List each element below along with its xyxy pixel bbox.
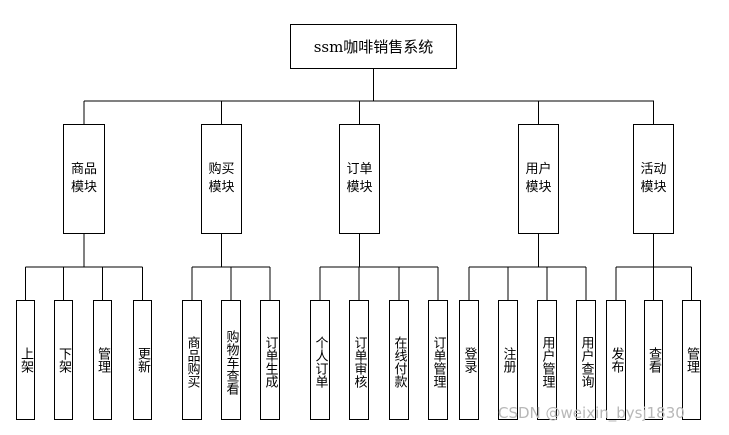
- module-label-purchase: 购买 模块: [208, 162, 235, 195]
- leaf-label: 用户查询: [578, 336, 594, 388]
- leaf-label: 更新: [135, 347, 150, 373]
- leaf-label: 下架: [56, 347, 71, 373]
- leaf-activity-publish: 发布: [606, 300, 626, 420]
- leaf-goods-list: 上架: [16, 300, 35, 420]
- leaf-activity-view: 查看: [644, 300, 663, 420]
- root-label: ssm咖啡销售系统: [313, 38, 434, 56]
- leaf-purchase-buy: 商品购买: [182, 300, 202, 420]
- leaf-order-payment: 在线付款: [389, 300, 409, 420]
- leaf-label: 个人订单: [312, 336, 328, 388]
- leaf-order-personal: 个人订单: [310, 300, 330, 420]
- watermark: CSDN @weixin_bysj1830: [498, 404, 685, 422]
- leaf-activity-manage: 管理: [682, 300, 701, 420]
- module-node-goods: 商品 模块: [63, 124, 105, 234]
- leaf-order-review: 订单审核: [349, 300, 369, 420]
- leaf-label: 用户管理: [539, 336, 555, 388]
- leaf-goods-delist: 下架: [54, 300, 73, 420]
- leaf-purchase-order-gen: 订单生成: [260, 300, 280, 420]
- module-node-activity: 活动 模块: [633, 124, 674, 234]
- leaf-label: 商品购买: [184, 336, 200, 388]
- leaf-label: 订单生成: [262, 336, 278, 388]
- root-node: ssm咖啡销售系统: [290, 24, 457, 69]
- leaf-goods-manage: 管理: [93, 300, 112, 420]
- leaf-purchase-cart: 购物车查看: [221, 300, 241, 420]
- module-label-user: 用户 模块: [525, 162, 552, 195]
- leaf-label: 注册: [500, 347, 516, 373]
- leaf-user-register: 注册: [498, 300, 518, 420]
- leaf-label: 在线付款: [391, 336, 407, 388]
- leaf-user-login: 登录: [459, 300, 479, 420]
- leaf-label: 管理: [684, 347, 699, 373]
- leaf-label: 管理: [95, 347, 110, 373]
- leaf-label: 购物车查看: [223, 329, 239, 395]
- module-node-user: 用户 模块: [518, 124, 559, 234]
- leaf-label: 订单审核: [351, 336, 367, 388]
- module-node-order: 订单 模块: [339, 124, 380, 234]
- leaf-label: 上架: [18, 347, 33, 373]
- leaf-label: 发布: [608, 347, 624, 373]
- leaf-user-query: 用户查询: [576, 300, 596, 420]
- leaf-goods-update: 更新: [133, 300, 152, 420]
- leaf-label: 登录: [461, 347, 477, 373]
- module-label-goods: 商品 模块: [70, 162, 97, 195]
- module-label-order: 订单 模块: [346, 162, 373, 195]
- leaf-order-manage: 订单管理: [428, 300, 448, 420]
- leaf-user-manage: 用户管理: [537, 300, 557, 420]
- module-node-purchase: 购买 模块: [201, 124, 242, 234]
- leaf-label: 订单管理: [430, 336, 446, 388]
- module-label-activity: 活动 模块: [640, 162, 667, 195]
- leaf-label: 查看: [646, 347, 661, 373]
